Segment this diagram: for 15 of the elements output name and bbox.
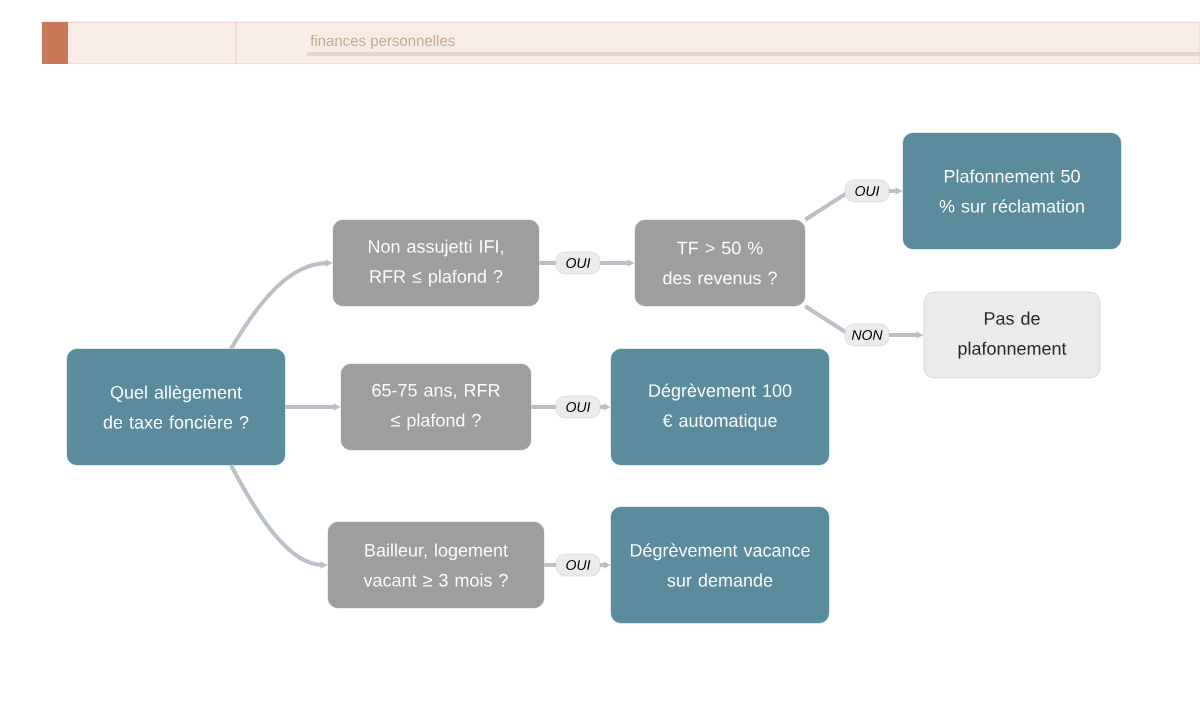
question-box: Non assujetti IFI, RFR ≤ plafond ?: [332, 219, 540, 307]
edge-label: OUI: [555, 553, 601, 577]
result-box: Dégrèvement 100 € automatique: [610, 348, 830, 466]
tagline: finances personnelles: [310, 35, 455, 49]
question-box: TF > 50 % des revenus ?: [634, 219, 806, 307]
question-box: Bailleur, logement vacant ≥ 3 mois ?: [327, 521, 545, 609]
result-box: Plafonnement 50 % sur réclamation: [902, 132, 1122, 250]
edge-label: OUI: [555, 251, 601, 275]
result-box: Pas de plafonnement: [923, 291, 1101, 379]
result-box: Dégrèvement vacance sur demande: [610, 506, 830, 624]
start-box: Quel allègement de taxe foncière ?: [66, 348, 286, 466]
question-box: 65-75 ans, RFR ≤ plafond ?: [340, 363, 532, 451]
edge-label: OUI: [844, 179, 890, 203]
edge-label: NON: [844, 323, 890, 347]
edge-label: OUI: [555, 395, 601, 419]
